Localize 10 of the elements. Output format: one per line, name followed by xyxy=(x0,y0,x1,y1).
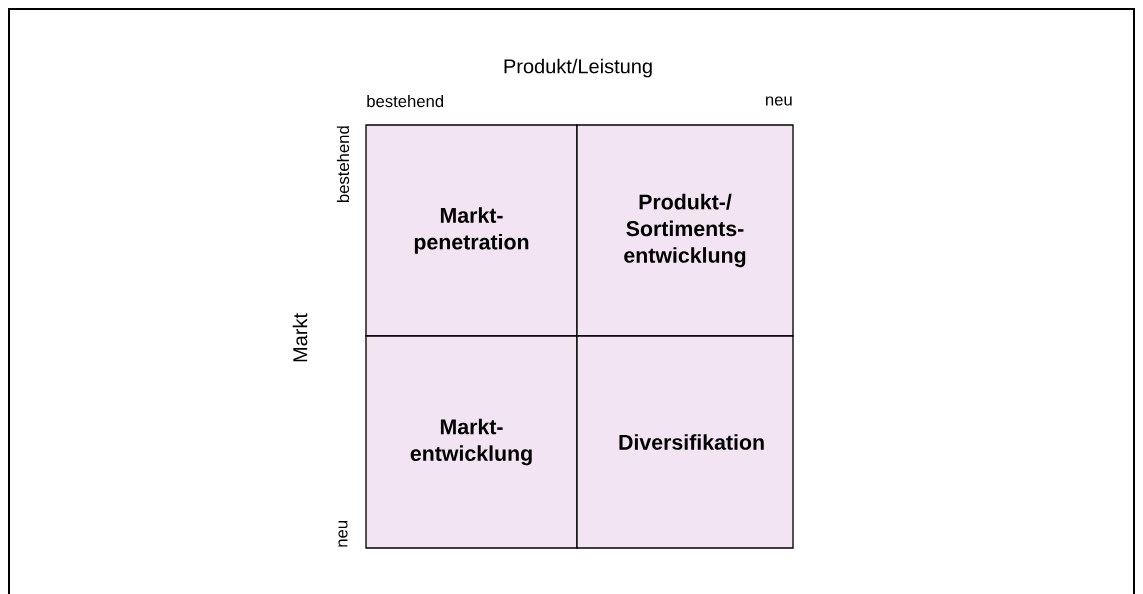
axis-label: neu xyxy=(766,96,792,106)
matrix-cell: Markt- penetration xyxy=(365,124,578,337)
axis-label: Markt xyxy=(292,313,308,362)
matrix-cell: Produkt-/ Sortiments- entwicklung xyxy=(576,124,794,337)
axis-label: bestehend xyxy=(336,126,350,203)
axis-label: bestehend xyxy=(367,94,444,108)
axis-label: neu xyxy=(338,521,348,547)
matrix-cell: Markt- entwicklung xyxy=(365,335,578,549)
matrix-cell: Diversifikation xyxy=(576,335,794,549)
axis-label: Produkt/Leistung xyxy=(504,58,652,78)
